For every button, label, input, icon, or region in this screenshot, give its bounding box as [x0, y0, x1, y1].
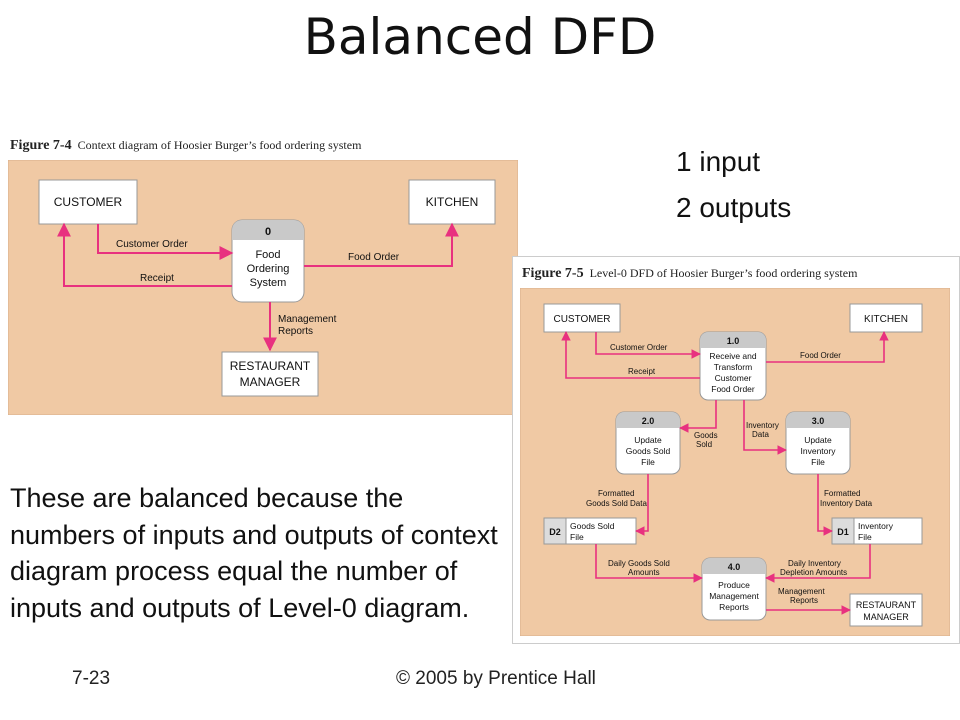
context-customer-label: CUSTOMER: [54, 195, 123, 209]
level0-process-1-id: 1.0: [727, 336, 740, 346]
figure-7-5-number: Figure 7-5: [522, 266, 584, 281]
figure-7-5-title: Level-0 DFD of Hoosier Burger’s food ord…: [589, 266, 858, 280]
level0-flow-formatted-inventory-label-2: Inventory Data: [820, 499, 873, 508]
level0-datastore-d2-id-box: [543, 517, 567, 545]
level0-datastore-d2-label-1: Goods Sold: [570, 521, 615, 531]
level0-manager-label-1: RESTAURANT: [856, 600, 917, 610]
level0-flow-receipt: [561, 331, 700, 379]
level0-flow-goods-sold: [679, 400, 717, 433]
level0-process-3-id: 3.0: [812, 416, 825, 426]
level0-flow-inventory-data-label-2: Data: [752, 430, 769, 439]
level0-flow-customer-order: [595, 332, 701, 359]
level0-process-4-header: [702, 558, 766, 574]
level0-process-3-label-2: Inventory: [801, 446, 837, 456]
level0-process-4-id: 4.0: [728, 562, 741, 572]
level0-kitchen-entity: [849, 303, 923, 333]
context-process-0-label-1: Food: [255, 249, 280, 261]
context-kitchen-entity: [408, 179, 496, 225]
level0-process-2-label-1: Update: [634, 435, 662, 445]
side-note-outputs: 2 outputs: [676, 192, 792, 223]
level0-flow-food-order-label: Food Order: [800, 351, 841, 360]
context-process-0-label-2: Ordering: [247, 263, 290, 275]
level0-datastore-d2-id: D2: [549, 527, 561, 537]
level0-flow-food-order: [766, 331, 889, 363]
level0-flow-formatted-goods: [635, 474, 649, 536]
context-customer-entity: [38, 179, 138, 225]
context-flow-mgmt-reports-label-1: Management: [278, 314, 337, 325]
context-flow-receipt-label: Receipt: [140, 273, 174, 284]
context-flow-food-order-label: Food Order: [348, 252, 400, 263]
context-flow-receipt: [57, 222, 232, 287]
slide-title: Balanced DFD: [303, 8, 657, 66]
level0-flow-goods-sold-label-2: Sold: [696, 440, 712, 449]
level0-process-4-label-2: Management: [709, 591, 759, 601]
level0-flow-mgmt-reports-label-2: Reports: [790, 596, 818, 605]
level0-flow-goods-sold-label-1: Goods: [694, 431, 718, 440]
level0-datastore-d1-id: D1: [837, 527, 849, 537]
level0-diagram: CUSTOMER KITCHEN RESTAURANT MANAGER 1.0 …: [520, 288, 950, 636]
level0-process-1-label-2: Transform: [714, 362, 752, 372]
level0-manager-label-2: MANAGER: [863, 612, 909, 622]
level0-flow-inventory-data-label-1: Inventory: [746, 421, 779, 430]
level0-datastore-d1-label-1: Inventory: [858, 521, 894, 531]
context-kitchen-label: KITCHEN: [426, 195, 479, 209]
level0-flow-formatted-goods-label-2: Goods Sold Data: [586, 499, 647, 508]
context-flow-mgmt-reports-label-2: Reports: [278, 326, 313, 337]
level0-flow-formatted-inventory-label-1: Formatted: [824, 489, 860, 498]
context-flow-customer-order-label: Customer Order: [116, 239, 188, 250]
context-process-0-header: [232, 220, 304, 240]
context-manager-label-2: MANAGER: [240, 375, 301, 389]
level0-flow-formatted-goods-label-1: Formatted: [598, 489, 634, 498]
level0-datastore-d1-label-2: File: [858, 532, 872, 542]
level0-flow-daily-goods-label-1: Daily Goods Sold: [608, 559, 670, 568]
level0-flow-inventory-data: [743, 400, 787, 455]
level0-process-2-header: [616, 412, 680, 428]
level0-flow-formatted-inventory: [817, 474, 833, 536]
level0-manager-entity: [849, 593, 923, 627]
slide-number: 7-23: [72, 668, 111, 689]
level0-flow-daily-goods-label-2: Amounts: [628, 568, 660, 577]
balance-explanation: These are balanced because the numbers o…: [10, 483, 498, 624]
level0-flow-customer-order-label: Customer Order: [610, 343, 668, 352]
level0-process-3-label-3: File: [811, 457, 825, 467]
side-note-inputs: 1 input: [676, 146, 761, 177]
context-manager-entity: [221, 351, 319, 397]
level0-process-2-label-2: Goods Sold: [626, 446, 671, 456]
context-flow-food-order: [304, 222, 459, 267]
copyright-notice: © 2005 by Prentice Hall: [396, 668, 596, 689]
level0-process-1-label-1: Receive and: [709, 351, 757, 361]
level0-datastore-d2-label-2: File: [570, 532, 584, 542]
figure-7-5-caption: Figure 7-5 Level-0 DFD of Hoosier Burger…: [522, 266, 857, 282]
level0-process-2-id: 2.0: [642, 416, 655, 426]
level0-process-1-label-4: Food Order: [711, 384, 755, 394]
level0-process-2-label-3: File: [641, 457, 655, 467]
level0-process-4-label-3: Reports: [719, 602, 749, 612]
level0-kitchen-label: KITCHEN: [864, 314, 908, 325]
level0-process-3-header: [786, 412, 850, 428]
level0-flow-mgmt-reports-label-1: Management: [778, 587, 825, 596]
level0-flow-daily-inventory-label-2: Depletion Amounts: [780, 568, 847, 577]
context-diagram: CUSTOMER KITCHEN RESTAURANT MANAGER 0 Fo…: [8, 160, 518, 415]
level0-flow-daily-goods: [595, 544, 703, 583]
level0-customer-label: CUSTOMER: [553, 314, 610, 325]
level0-flow-daily-inventory: [765, 544, 871, 583]
level0-process-3-label-1: Update: [804, 435, 832, 445]
context-flow-customer-order: [97, 224, 234, 260]
figure-7-4-title: Context diagram of Hoosier Burger’s food…: [77, 138, 362, 152]
level0-flow-daily-inventory-label-1: Daily Inventory: [788, 559, 841, 568]
level0-process-1-header: [700, 332, 766, 348]
figure-7-4-number: Figure 7-4: [10, 138, 72, 153]
level0-flow-receipt-label: Receipt: [628, 367, 656, 376]
context-process-0-label-3: System: [250, 277, 287, 289]
context-process-0-id: 0: [265, 226, 271, 238]
level0-process-4-label-1: Produce: [718, 580, 750, 590]
figure-7-4-caption: Figure 7-4 Context diagram of Hoosier Bu…: [10, 138, 361, 154]
context-manager-label-1: RESTAURANT: [230, 359, 311, 373]
level0-process-1-label-3: Customer: [715, 373, 752, 383]
level0-customer-entity: [543, 303, 621, 333]
